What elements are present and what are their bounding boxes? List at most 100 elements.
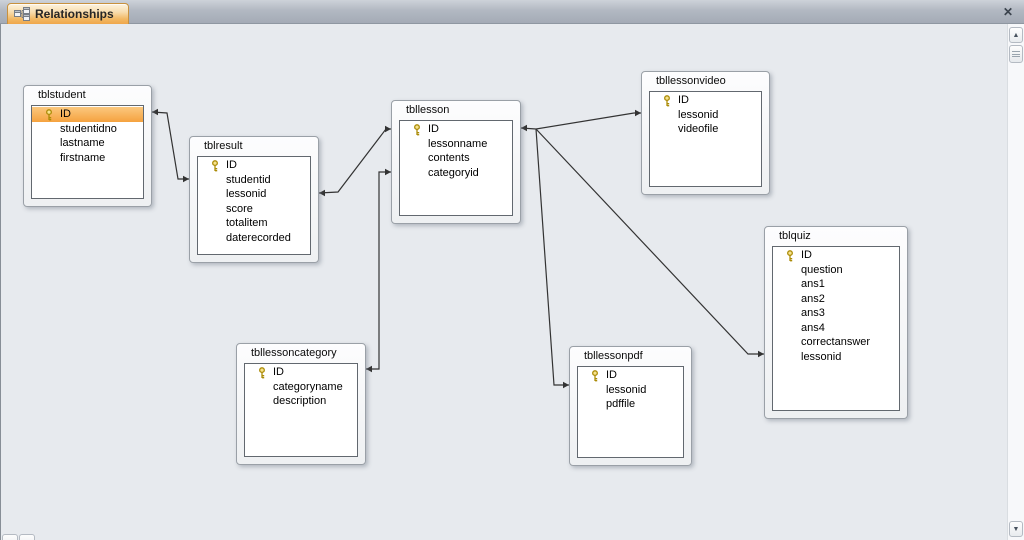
scroll-down-button[interactable]: ▼ (1009, 521, 1023, 537)
field-tbllessoncategory-categoryname[interactable]: categoryname (245, 380, 357, 395)
relationship-arrow (152, 108, 158, 116)
primary-key-icon (212, 159, 218, 171)
table-title-tblquiz[interactable]: tblquiz (779, 230, 811, 242)
field-tbllessoncategory-description[interactable]: description (245, 394, 357, 409)
field-name: lessonname (428, 137, 488, 150)
thumb-grip (1012, 51, 1020, 52)
field-tbllesson-contents[interactable]: contents (400, 151, 512, 166)
table-title-tbllesson[interactable]: tbllesson (406, 104, 450, 116)
field-tblquiz-ans3[interactable]: ans3 (773, 306, 899, 321)
field-tblstudent-ID[interactable]: ID (32, 107, 143, 122)
field-name: lessonid (606, 383, 647, 396)
field-tblquiz-ID[interactable]: ID (773, 248, 899, 263)
thumb-grip (1012, 56, 1020, 57)
scroll-up-button[interactable]: ▲ (1009, 27, 1023, 43)
field-name: ans1 (801, 278, 825, 291)
field-tbllessonvideo-videofile[interactable]: videofile (650, 122, 761, 137)
field-tbllessonvideo-lessonid[interactable]: lessonid (650, 108, 761, 123)
primary-key-icon (259, 366, 265, 378)
primary-key-icon (592, 369, 598, 381)
field-tblstudent-studentidno[interactable]: studentidno (32, 122, 143, 137)
field-tblquiz-question[interactable]: question (773, 263, 899, 278)
field-name: correctanswer (801, 336, 871, 349)
field-name: ID (273, 366, 284, 379)
field-tblresult-lessonid[interactable]: lessonid (198, 187, 310, 202)
field-tblquiz-correctanswer[interactable]: correctanswer (773, 335, 899, 350)
vertical-scrollbar[interactable]: ▲ ▼ (1007, 24, 1024, 540)
relationship-arrow (183, 175, 189, 183)
field-name: ID (226, 159, 237, 172)
field-name: studentidno (60, 122, 117, 135)
tab-label: Relationships (35, 7, 114, 21)
table-title-tbllessoncategory[interactable]: tbllessoncategory (251, 347, 337, 359)
thumb-grip (1012, 53, 1020, 55)
field-name: totalitem (226, 217, 268, 230)
field-tblquiz-ans2[interactable]: ans2 (773, 292, 899, 307)
field-tblquiz-lessonid[interactable]: lessonid (773, 350, 899, 365)
field-tblresult-score[interactable]: score (198, 202, 310, 217)
table-title-tbllessonpdf[interactable]: tbllessonpdf (584, 350, 643, 362)
primary-key-icon (664, 94, 670, 106)
field-tblquiz-ans4[interactable]: ans4 (773, 321, 899, 336)
relationship-arrow (366, 365, 372, 373)
field-tblresult-totalitem[interactable]: totalitem (198, 216, 310, 231)
field-tblresult-studentid[interactable]: studentid (198, 173, 310, 188)
table-title-tbllessonvideo[interactable]: tbllessonvideo (656, 75, 726, 87)
field-name: ID (801, 249, 812, 262)
field-name: ans3 (801, 307, 825, 320)
hscroll-button[interactable] (19, 534, 35, 540)
field-tblstudent-firstname[interactable]: firstname (32, 151, 143, 166)
field-name: pdffile (606, 398, 636, 411)
relationship-arrow (319, 189, 325, 197)
field-name: lessonid (226, 188, 267, 201)
hscroll-button[interactable] (2, 534, 18, 540)
field-name: ans2 (801, 292, 825, 305)
field-tbllessonpdf-pdffile[interactable]: pdffile (578, 397, 683, 412)
field-name: ID (606, 369, 617, 382)
horizontal-scrollbar-partial[interactable] (2, 534, 42, 540)
field-tbllessonpdf-ID[interactable]: ID (578, 368, 683, 383)
field-tblresult-daterecorded[interactable]: daterecorded (198, 231, 310, 246)
table-title-tblstudent[interactable]: tblstudent (38, 89, 86, 101)
close-icon[interactable]: ✕ (1002, 5, 1014, 19)
field-name: categoryname (273, 380, 343, 393)
field-name: categoryid (428, 166, 479, 179)
primary-key-icon (414, 123, 420, 135)
field-name: ans4 (801, 321, 825, 334)
field-tbllessonpdf-lessonid[interactable]: lessonid (578, 383, 683, 398)
field-tblquiz-ans1[interactable]: ans1 (773, 277, 899, 292)
field-tbllesson-categoryid[interactable]: categoryid (400, 166, 512, 181)
field-name: firstname (60, 151, 106, 164)
field-tblstudent-lastname[interactable]: lastname (32, 136, 143, 151)
primary-key-icon (46, 108, 52, 120)
field-tblresult-ID[interactable]: ID (198, 158, 310, 173)
field-tbllesson-ID[interactable]: ID (400, 122, 512, 137)
table-title-tblresult[interactable]: tblresult (204, 140, 243, 152)
scroll-thumb[interactable] (1009, 45, 1023, 63)
field-name: lessonid (801, 350, 842, 363)
tab-relationships[interactable]: Relationships (7, 3, 129, 24)
relationship-arrow (563, 381, 569, 389)
relationship-lines-layer (151, 108, 764, 389)
field-tbllessonvideo-ID[interactable]: ID (650, 93, 761, 108)
field-name: lessonid (678, 108, 719, 121)
relationship-arrow (758, 350, 764, 358)
field-tbllesson-lessonname[interactable]: lessonname (400, 137, 512, 152)
field-tbllessoncategory-ID[interactable]: ID (245, 365, 357, 380)
field-name: ID (678, 94, 689, 107)
field-name: question (801, 263, 843, 276)
